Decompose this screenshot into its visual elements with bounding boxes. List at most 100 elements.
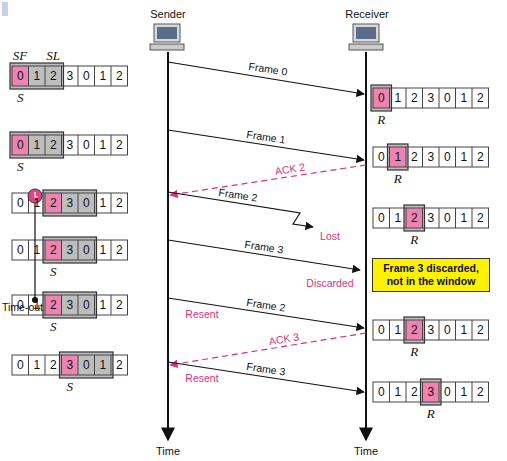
sequence-number: 1 bbox=[394, 151, 401, 163]
sequence-number: 2 bbox=[477, 212, 484, 224]
sequence-number: 1 bbox=[394, 92, 401, 104]
status-note: Resent bbox=[185, 373, 218, 384]
sequence-number: 0 bbox=[17, 359, 24, 371]
ack-arrow bbox=[170, 165, 366, 195]
window-pointer: S bbox=[50, 320, 57, 333]
receiver-window bbox=[373, 205, 489, 231]
sequence-number: 1 bbox=[33, 197, 40, 209]
sequence-number: 3 bbox=[427, 324, 434, 336]
sequence-number: 2 bbox=[116, 197, 123, 209]
sequence-number: 2 bbox=[411, 386, 418, 398]
station-name: Sender bbox=[150, 9, 185, 20]
sender-window bbox=[12, 237, 128, 263]
sequence-number: 2 bbox=[116, 244, 123, 256]
sequence-number: 2 bbox=[50, 197, 57, 209]
ack-label: ACK 2 bbox=[274, 162, 306, 177]
sequence-number: 0 bbox=[83, 359, 90, 371]
window-pointer: R bbox=[410, 345, 418, 358]
sequence-number: 2 bbox=[411, 92, 418, 104]
sequence-number: 2 bbox=[477, 151, 484, 163]
sequence-number: 0 bbox=[378, 386, 385, 398]
sequence-number: 3 bbox=[427, 151, 434, 163]
sequence-number: 1 bbox=[99, 197, 106, 209]
receiver-window bbox=[373, 379, 489, 405]
sequence-number: 3 bbox=[66, 197, 73, 209]
sequence-number: 0 bbox=[444, 212, 451, 224]
sequence-number: 2 bbox=[116, 70, 123, 82]
sequence-number: 0 bbox=[444, 151, 451, 163]
sequence-number: 3 bbox=[66, 70, 73, 82]
sequence-number: 0 bbox=[17, 70, 24, 82]
status-note: Resent bbox=[185, 309, 218, 320]
sender-window bbox=[10, 63, 128, 89]
sequence-number: 0 bbox=[378, 212, 385, 224]
sequence-number: 1 bbox=[33, 139, 40, 151]
frame-label: Frame 0 bbox=[248, 61, 288, 77]
sequence-number: 1 bbox=[460, 212, 467, 224]
ack-label: ACK 3 bbox=[268, 331, 300, 346]
sequence-number: 1 bbox=[394, 324, 401, 336]
sequence-number: 1 bbox=[99, 359, 106, 371]
ack-arrow bbox=[170, 333, 366, 365]
sequence-number: 0 bbox=[17, 139, 24, 151]
axis-label: Time bbox=[156, 446, 180, 457]
sequence-number: 3 bbox=[66, 299, 73, 311]
time-line bbox=[365, 52, 367, 440]
sequence-number: 2 bbox=[477, 386, 484, 398]
receiver-window bbox=[373, 317, 489, 343]
status-note: Lost bbox=[320, 231, 340, 242]
window-pointer: SF bbox=[13, 49, 27, 62]
sequence-number: 3 bbox=[427, 212, 434, 224]
sequence-number: 1 bbox=[99, 139, 106, 151]
timer-symbol bbox=[28, 189, 42, 303]
time-line bbox=[167, 52, 169, 440]
sequence-number: 1 bbox=[33, 359, 40, 371]
sequence-number: 1 bbox=[460, 92, 467, 104]
axis-label: Time bbox=[354, 446, 378, 457]
computer-icon bbox=[349, 24, 383, 50]
sequence-number: 0 bbox=[83, 139, 90, 151]
window-pointer: R bbox=[427, 407, 435, 420]
station-name: Receiver bbox=[345, 9, 388, 20]
timeout-label: Time-out bbox=[2, 302, 43, 313]
sender-window bbox=[10, 132, 128, 158]
receiver-window bbox=[373, 144, 489, 170]
callout-text: Frame 3 discarded, not in the window bbox=[376, 262, 486, 287]
sequence-number: 1 bbox=[99, 299, 106, 311]
sequence-number: 2 bbox=[50, 359, 57, 371]
sequence-number: 0 bbox=[444, 92, 451, 104]
window-pointer: S bbox=[17, 160, 24, 173]
sequence-number: 0 bbox=[83, 299, 90, 311]
frame-label: Frame 2 bbox=[218, 187, 258, 203]
sequence-number: 0 bbox=[83, 70, 90, 82]
sender-window bbox=[12, 190, 128, 216]
sequence-number: 1 bbox=[394, 212, 401, 224]
sequence-number: 2 bbox=[50, 70, 57, 82]
sequence-number: 2 bbox=[477, 92, 484, 104]
sequence-number: 3 bbox=[66, 359, 73, 371]
sequence-number: 3 bbox=[427, 386, 434, 398]
sequence-number: 0 bbox=[83, 244, 90, 256]
window-pointer: R bbox=[377, 113, 385, 126]
sequence-number: 1 bbox=[33, 244, 40, 256]
sequence-number: 2 bbox=[116, 299, 123, 311]
sequence-number: 0 bbox=[444, 324, 451, 336]
sequence-number: 2 bbox=[411, 151, 418, 163]
sequence-number: 0 bbox=[17, 244, 24, 256]
sequence-number: 0 bbox=[83, 197, 90, 209]
computer-icon bbox=[150, 24, 184, 50]
window-pointer: S bbox=[50, 265, 57, 278]
sequence-number: 1 bbox=[460, 151, 467, 163]
frame-label: Frame 3 bbox=[244, 239, 284, 255]
sequence-number: 2 bbox=[411, 212, 418, 224]
sequence-number: 2 bbox=[50, 244, 57, 256]
sequence-number: 0 bbox=[444, 386, 451, 398]
window-pointer: S bbox=[17, 91, 24, 104]
sequence-number: 3 bbox=[427, 92, 434, 104]
frame-label: Frame 2 bbox=[246, 297, 286, 313]
window-pointer: R bbox=[394, 172, 402, 185]
sequence-number: 0 bbox=[378, 151, 385, 163]
corner-mark bbox=[2, 2, 8, 16]
